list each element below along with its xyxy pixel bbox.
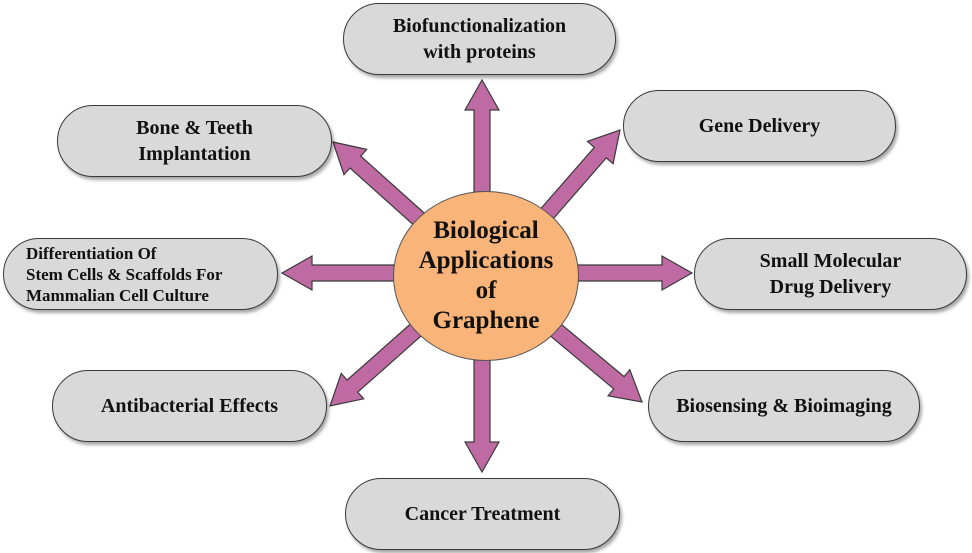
box-bone-teeth-implantation: Bone & Teeth Implantation (57, 105, 332, 177)
box-small-molecular-drug-delivery: Small Molecular Drug Delivery (694, 238, 967, 310)
box-biosensing-bioimaging: Biosensing & Bioimaging (648, 370, 920, 442)
arrow-to-biosensing-bioimaging (546, 320, 643, 403)
arrow-to-stem-cells-scaffolds (280, 254, 395, 292)
box-biofunctionalization: Biofunctionalization with proteins (343, 3, 616, 75)
center-node-graphene: Biological Applications of Graphene (393, 191, 579, 361)
arrow-to-cancer-treatment (463, 359, 501, 474)
arrow-to-bone-teeth-implantation (332, 141, 427, 227)
arrow-to-biofunctionalization (463, 78, 501, 193)
arrow-to-gene-delivery (538, 129, 621, 223)
box-cancer-treatment: Cancer Treatment (345, 478, 620, 550)
box-stem-cells-scaffolds: Differentiation Of Stem Cells & Scaffold… (3, 238, 278, 310)
box-gene-delivery: Gene Delivery (623, 90, 896, 162)
arrow-to-antibacterial-effects (329, 321, 425, 407)
arrow-to-small-molecular-drug-delivery (577, 254, 694, 292)
box-antibacterial-effects: Antibacterial Effects (52, 370, 327, 442)
